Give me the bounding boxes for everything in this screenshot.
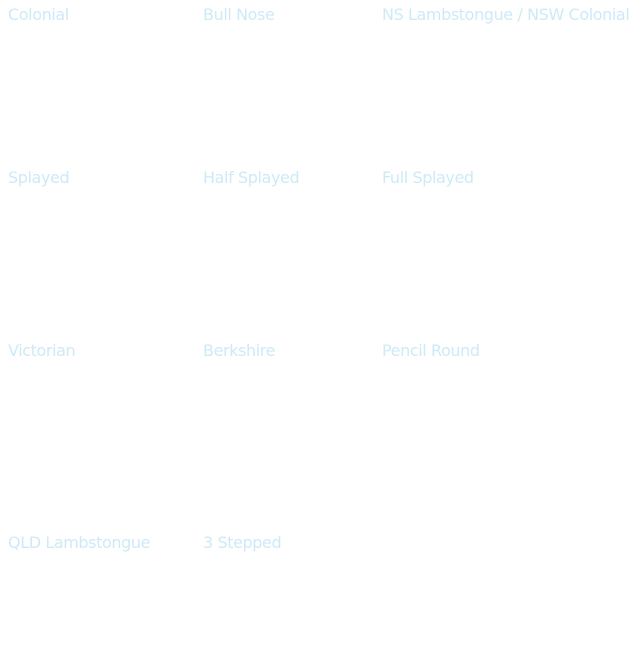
profile-item-full-splayed[interactable]: Full Splayed: [382, 168, 474, 187]
profile-item-ns-lambstongue[interactable]: NS Lambstongue / NSW Colonial: [382, 5, 630, 24]
profile-item-qld-lambstongue[interactable]: QLD Lambstongue: [8, 533, 151, 552]
profile-item-bull-nose[interactable]: Bull Nose: [203, 5, 275, 24]
profile-item-3-stepped[interactable]: 3 Stepped: [203, 533, 282, 552]
profile-item-pencil-round[interactable]: Pencil Round: [382, 341, 480, 360]
profile-item-half-splayed[interactable]: Half Splayed: [203, 168, 300, 187]
profile-item-victorian[interactable]: Victorian: [8, 341, 76, 360]
profile-item-berkshire[interactable]: Berkshire: [203, 341, 276, 360]
profile-item-colonial[interactable]: Colonial: [8, 5, 69, 24]
profile-item-splayed[interactable]: Splayed: [8, 168, 70, 187]
